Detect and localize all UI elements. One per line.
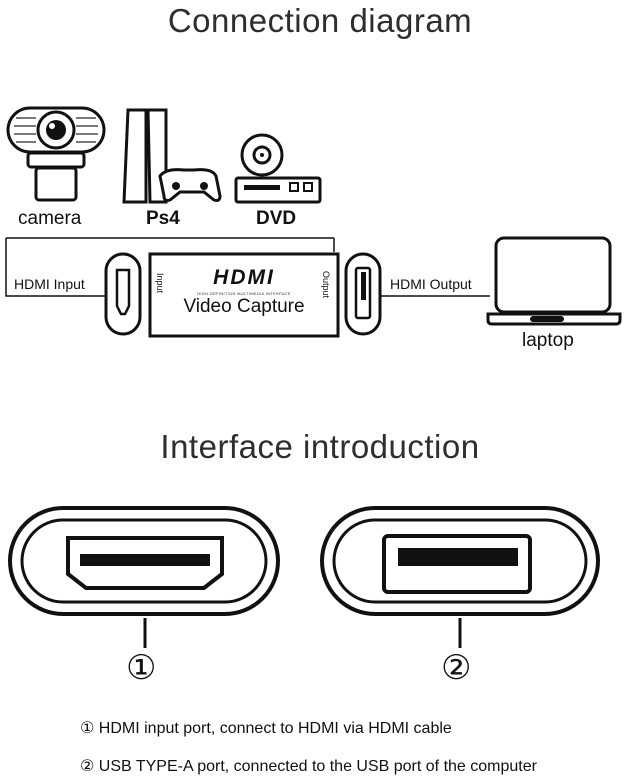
hdmi-input-port-icon — [104, 252, 142, 336]
camera-icon — [6, 106, 106, 202]
camera-label: camera — [18, 208, 82, 229]
interface-introduction-title: Interface introduction — [160, 428, 480, 465]
laptop-label: laptop — [522, 330, 574, 351]
usb-port-large-icon — [320, 506, 600, 616]
ps4-console-icon — [122, 108, 222, 204]
input-cable-line — [5, 238, 106, 297]
ps4-label: Ps4 — [146, 208, 180, 229]
connection-diagram-title: Connection diagram — [167, 2, 473, 39]
video-capture-box — [148, 252, 340, 338]
usb-output-port-icon — [344, 252, 382, 336]
note-hdmi-input-port: ① HDMI input port, connect to HDMI via H… — [80, 720, 452, 737]
dvd-player-icon — [234, 133, 322, 204]
hdmi-input-label: HDMI Input — [14, 276, 85, 292]
hdmi-logo-subtitle: HIGH-DEFINITION MULTIMEDIA INTERFACE — [197, 291, 291, 296]
port-marker-2: ② — [441, 649, 472, 687]
laptop-icon — [486, 236, 622, 326]
hdmi-logo: HDMI — [213, 266, 275, 289]
output-side-label: Output — [321, 271, 331, 299]
port-marker-1: ① — [126, 649, 157, 687]
video-capture-label: Video Capture — [183, 296, 305, 317]
input-side-label: Input — [155, 273, 165, 294]
dvd-label: DVD — [256, 208, 297, 229]
hdmi-port-large-icon — [8, 506, 280, 616]
hdmi-output-label: HDMI Output — [390, 276, 472, 292]
note-usb-type-a-port: ② USB TYPE-A port, connected to the USB … — [80, 758, 537, 775]
